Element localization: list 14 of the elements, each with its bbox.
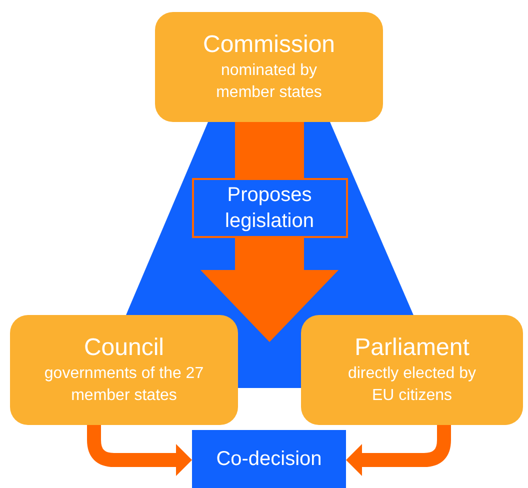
node-description: directly elected by EU citizens (346, 364, 478, 406)
node-description: nominated by member states (215, 61, 323, 103)
node-title: Commission (202, 30, 336, 60)
node-title: Council (84, 333, 164, 363)
node-title: Co-decision (215, 447, 323, 472)
process-box (192, 430, 346, 488)
arrow (87, 425, 192, 476)
arrow (346, 425, 451, 476)
institution-box (301, 315, 523, 425)
institution-box (155, 12, 383, 122)
institution-box (10, 315, 238, 425)
node-title: Parliament (354, 333, 470, 363)
edge-label: Proposes legislation (192, 178, 348, 238)
node-description: governments of the 27 member states (43, 364, 205, 406)
